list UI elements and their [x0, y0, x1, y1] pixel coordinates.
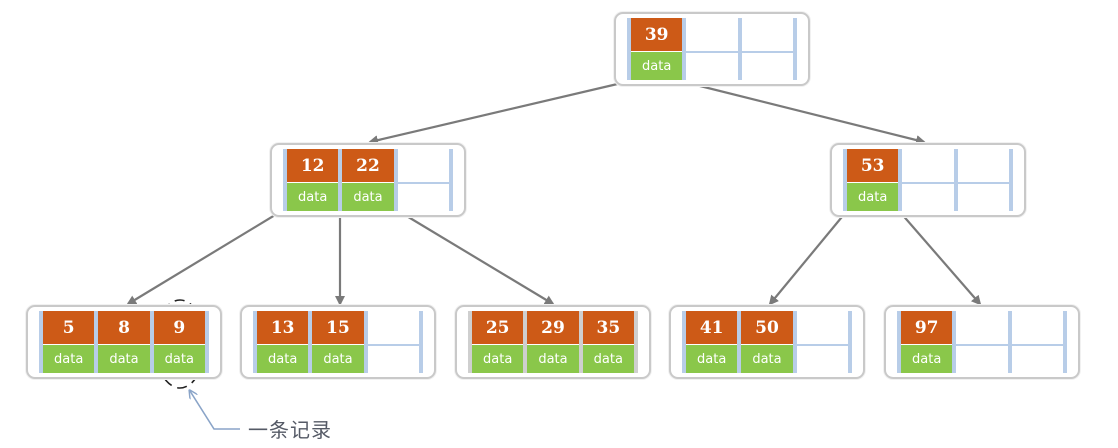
data-cell — [741, 51, 793, 80]
empty-slot — [957, 149, 1009, 211]
empty-slot — [367, 311, 419, 373]
key-cell: 22 — [342, 149, 394, 182]
data-cell — [902, 182, 954, 211]
data-cell — [686, 51, 738, 80]
empty-slot — [956, 311, 1008, 373]
edge-inner-right-to-leaf-5 — [899, 211, 982, 306]
key-cell: 50 — [741, 311, 793, 344]
data-cell: data — [287, 182, 339, 211]
empty-slot — [796, 311, 848, 373]
key-cell — [397, 149, 449, 182]
data-cell — [956, 344, 1008, 373]
key-cell: 53 — [847, 149, 899, 182]
annotation-pointer — [190, 391, 240, 430]
edge-root-to-inner-left — [368, 80, 627, 146]
empty-slot — [1011, 311, 1063, 373]
data-cell: data — [582, 344, 634, 373]
key-cell — [796, 311, 848, 344]
key-cell: 15 — [312, 311, 364, 344]
empty-slot — [397, 149, 449, 211]
data-cell: data — [901, 344, 953, 373]
key-cell: 29 — [527, 311, 579, 344]
empty-slot — [741, 18, 793, 80]
edge-inner-left-to-leaf-3 — [399, 211, 555, 306]
key-cell — [956, 311, 1008, 344]
edge-inner-left-to-leaf-1 — [126, 211, 281, 306]
data-cell: data — [527, 344, 579, 373]
key-cell: 35 — [582, 311, 634, 344]
data-cell — [367, 344, 419, 373]
data-cell: data — [312, 344, 364, 373]
key-cell: 5 — [43, 311, 95, 344]
key-cell: 12 — [287, 149, 339, 182]
annotation-label: 一条记录 — [248, 418, 332, 442]
data-cell — [397, 182, 449, 211]
data-cell — [796, 344, 848, 373]
key-cell: 8 — [98, 311, 150, 344]
data-cell: data — [741, 344, 793, 373]
edge-inner-right-to-leaf-4 — [768, 211, 847, 306]
data-cell: data — [472, 344, 524, 373]
key-cell — [957, 149, 1009, 182]
key-cell: 39 — [631, 18, 683, 51]
key-cell: 9 — [153, 311, 205, 344]
empty-slot — [902, 149, 954, 211]
key-cell — [1011, 311, 1063, 344]
empty-slot — [686, 18, 738, 80]
key-cell — [367, 311, 419, 344]
edge-root-to-inner-right — [683, 80, 926, 145]
key-cell: 25 — [472, 311, 524, 344]
key-cell: 41 — [686, 311, 738, 344]
data-cell — [957, 182, 1009, 211]
key-cell — [741, 18, 793, 51]
data-cell: data — [342, 182, 394, 211]
data-cell: data — [686, 344, 738, 373]
key-cell — [686, 18, 738, 51]
key-cell: 13 — [257, 311, 309, 344]
data-cell: data — [257, 344, 309, 373]
data-cell: data — [631, 51, 683, 80]
data-cell — [1011, 344, 1063, 373]
data-cell: data — [847, 182, 899, 211]
data-cell: data — [153, 344, 205, 373]
key-cell — [902, 149, 954, 182]
data-cell: data — [43, 344, 95, 373]
key-cell: 97 — [901, 311, 953, 344]
data-cell: data — [98, 344, 150, 373]
